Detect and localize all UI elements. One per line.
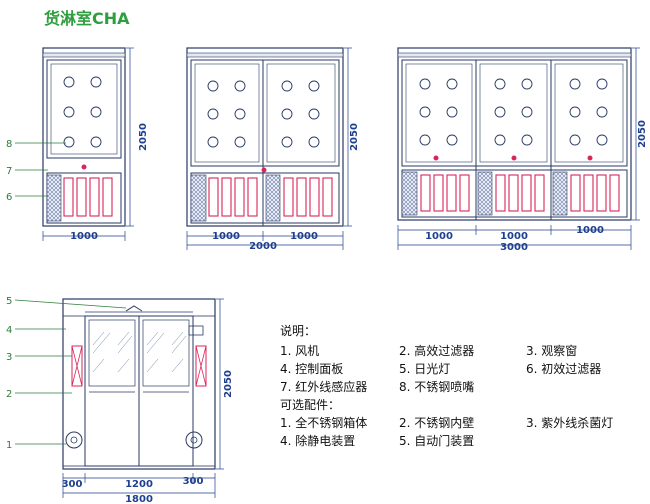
legend-item-5: 5. 日光灯 bbox=[399, 362, 451, 376]
option-item-1: 1. 全不锈钢箱体 bbox=[280, 416, 368, 430]
option-item-5: 5. 自动门装置 bbox=[399, 434, 475, 448]
filter-panels bbox=[63, 177, 113, 217]
callout-3: 3 bbox=[6, 352, 12, 363]
dim-total-3: 3000 bbox=[500, 242, 528, 253]
dim-width-3b: 1000 bbox=[500, 231, 528, 242]
legend-item-6: 6. 初效过滤器 bbox=[526, 362, 602, 376]
front-view-single bbox=[42, 47, 126, 227]
dims-double bbox=[186, 47, 352, 250]
callout-7: 7 bbox=[6, 166, 12, 177]
dim-plan-mid: 1200 bbox=[125, 479, 153, 490]
front-callouts bbox=[15, 142, 66, 197]
option-item-4: 4. 除静电装置 bbox=[280, 434, 356, 448]
dims-plan bbox=[62, 298, 224, 498]
legend-item-8: 8. 不锈钢喷嘴 bbox=[399, 380, 475, 394]
nozzle-grid bbox=[63, 76, 102, 148]
dim-height-1: 2050 bbox=[138, 123, 149, 151]
dim-width-3a: 1000 bbox=[425, 231, 453, 242]
front-view-double bbox=[186, 47, 344, 227]
control-panel bbox=[188, 325, 204, 336]
sensor-dot bbox=[81, 164, 87, 170]
callout-6: 6 bbox=[6, 192, 12, 203]
prefilter-mesh bbox=[46, 174, 62, 222]
dim-width-1: 1000 bbox=[70, 231, 98, 242]
fan-left bbox=[65, 431, 83, 449]
dim-width-3c: 1000 bbox=[576, 225, 604, 236]
plan-view bbox=[62, 298, 216, 470]
callout-4: 4 bbox=[6, 325, 12, 336]
dim-width-2b: 1000 bbox=[290, 231, 318, 242]
dim-width-2a: 1000 bbox=[212, 231, 240, 242]
callout-1: 1 bbox=[6, 440, 12, 451]
dims-single bbox=[42, 47, 134, 241]
dim-plan-left: 300 bbox=[62, 479, 83, 490]
dim-plan-height: 2050 bbox=[223, 370, 234, 398]
front-view-triple bbox=[397, 47, 632, 221]
dims-triple bbox=[397, 47, 640, 250]
callout-2: 2 bbox=[6, 389, 12, 400]
legend-item-1: 1. 风机 bbox=[280, 344, 320, 358]
legend-heading: 说明： bbox=[280, 324, 317, 338]
fan-right bbox=[185, 431, 203, 449]
legend-item-3: 3. 观察窗 bbox=[526, 344, 578, 358]
option-item-2: 2. 不锈钢内壁 bbox=[399, 416, 475, 430]
dim-height-3: 2050 bbox=[637, 120, 648, 148]
dim-height-2: 2050 bbox=[349, 123, 360, 151]
legend-item-4: 4. 控制面板 bbox=[280, 362, 344, 376]
dim-plan-total: 1800 bbox=[125, 494, 153, 504]
dim-plan-right: 300 bbox=[183, 476, 204, 487]
drawing-title: 货淋室CHA bbox=[44, 9, 130, 28]
callout-5: 5 bbox=[6, 296, 12, 307]
legend-item-7: 7. 红外线感应器 bbox=[280, 380, 368, 394]
callout-8: 8 bbox=[6, 139, 12, 150]
option-item-3: 3. 紫外线杀菌灯 bbox=[526, 416, 614, 430]
nozzle-grid-double bbox=[207, 80, 320, 148]
legend-item-2: 2. 高效过滤器 bbox=[399, 344, 475, 358]
options-heading: 可选配件： bbox=[280, 398, 341, 412]
dim-total-2: 2000 bbox=[249, 241, 277, 252]
plan-callouts bbox=[14, 299, 127, 445]
